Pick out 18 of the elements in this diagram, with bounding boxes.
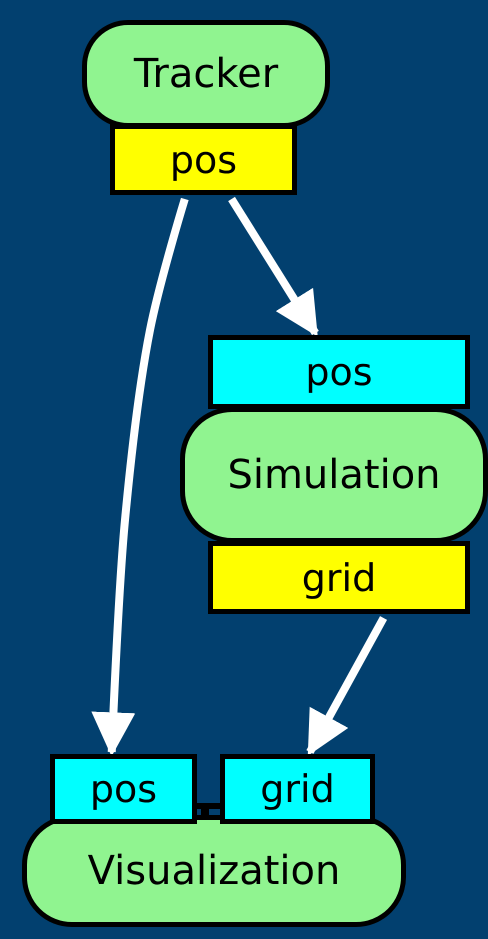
component-name: Simulation [227,452,441,498]
port-name: grid [302,556,376,600]
component-box [180,407,488,543]
output-port [208,541,470,614]
arrow [228,196,319,337]
component-name: Visualization [88,848,340,894]
port-name: pos [170,138,238,182]
port-name: pos [305,350,373,394]
component-name: Tracker [134,51,278,97]
port-name: grid [260,767,335,811]
port-name: pos [90,767,158,811]
port-connector-bar [195,803,221,817]
input-port [50,754,197,824]
arrow [306,616,388,756]
output-port [110,124,297,195]
input-port [208,335,470,409]
arrow [91,198,189,756]
input-port [220,754,375,824]
